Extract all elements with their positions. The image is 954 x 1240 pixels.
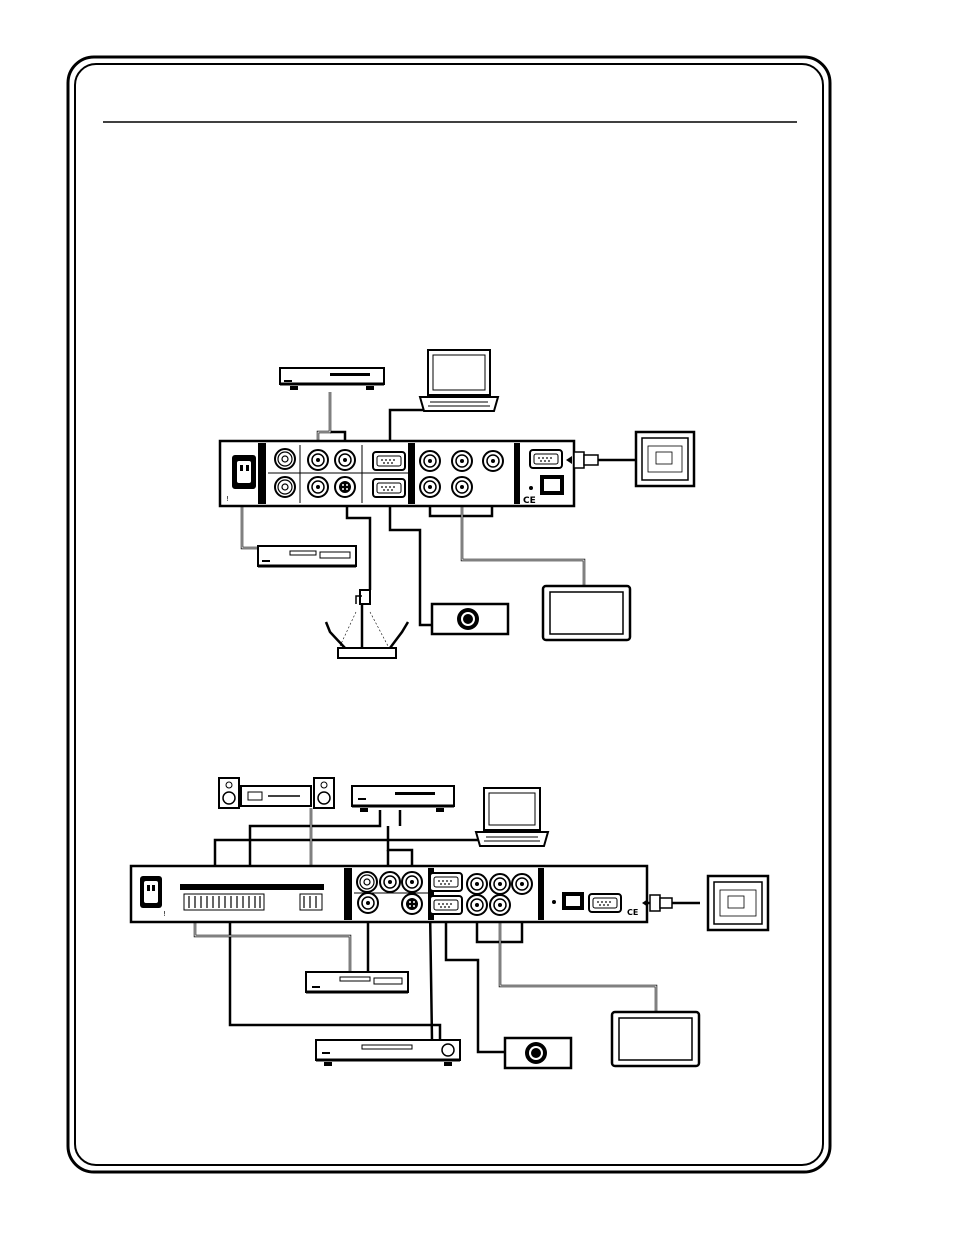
vcr xyxy=(306,972,408,992)
vga-port xyxy=(430,873,462,891)
rca-port xyxy=(490,895,510,915)
rca-port xyxy=(490,874,510,894)
rca-port xyxy=(467,895,487,915)
rca-port xyxy=(402,872,422,892)
laptop xyxy=(420,350,498,411)
flat-panel-display xyxy=(612,1012,699,1066)
rca-port xyxy=(512,874,532,894)
projector xyxy=(505,1038,571,1068)
switcher-unit-1: ! CE xyxy=(220,441,574,506)
switcher-unit-2: ! xyxy=(131,866,647,922)
amplifier-with-speakers xyxy=(219,778,334,808)
projector xyxy=(432,604,508,634)
document-camera xyxy=(326,590,408,658)
dvd-player-2 xyxy=(316,1040,460,1066)
bnc-port xyxy=(357,872,377,892)
rca-port xyxy=(467,874,487,894)
warning-mark: ! xyxy=(226,495,229,503)
vcr xyxy=(258,546,356,566)
rca-port xyxy=(308,477,328,497)
flat-panel-display xyxy=(543,586,630,640)
rca-port xyxy=(483,451,503,471)
touch-panel xyxy=(636,432,694,486)
rca-port xyxy=(380,872,400,892)
vga-port xyxy=(373,479,405,497)
laptop xyxy=(476,788,548,846)
diagram-1: ! CE xyxy=(220,350,694,658)
vga-port xyxy=(430,896,462,914)
ce-mark: CE xyxy=(627,908,638,917)
audio-terminal-block xyxy=(184,894,322,910)
rs232-port xyxy=(589,894,621,912)
dvd-player xyxy=(280,368,384,390)
rca-port xyxy=(308,450,328,470)
rca-port xyxy=(452,477,472,497)
svideo-port xyxy=(402,894,422,914)
touch-panel xyxy=(708,876,768,930)
rca-port xyxy=(358,893,378,913)
rca-port xyxy=(335,450,355,470)
bnc-port xyxy=(275,449,295,469)
dvd-player xyxy=(352,786,454,812)
diagram-2: ! xyxy=(131,778,768,1068)
vga-port xyxy=(373,452,405,470)
rca-port xyxy=(420,451,440,471)
status-led xyxy=(552,900,556,904)
rca-port xyxy=(452,451,472,471)
status-led xyxy=(529,486,533,490)
svideo-port xyxy=(335,477,355,497)
ce-mark: CE xyxy=(523,496,536,506)
rca-port xyxy=(420,477,440,497)
bnc-port xyxy=(275,477,295,497)
rs232-port xyxy=(530,450,562,468)
warning-mark: ! xyxy=(163,910,166,918)
